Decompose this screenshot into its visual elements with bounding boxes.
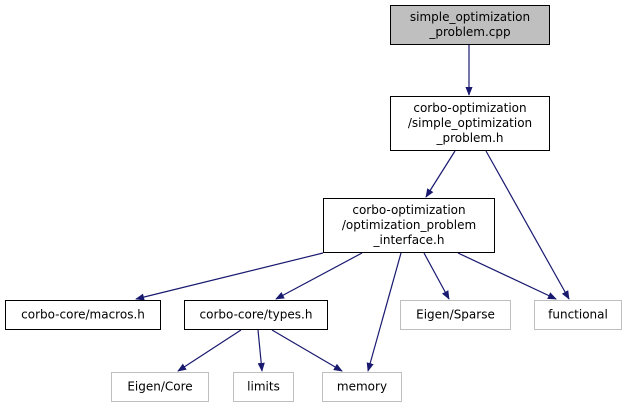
- node-label-line: memory: [337, 380, 387, 394]
- node-label-line: /optimization_problem: [342, 218, 476, 232]
- node-opi_h[interactable]: corbo-optimization/optimization_problem_…: [323, 198, 495, 253]
- edge-opi_h-to-functional: [457, 252, 557, 300]
- node-box: [400, 300, 511, 330]
- edge-line: [257, 329, 265, 372]
- edge-types-to-limits: [257, 329, 265, 372]
- edge-opi_h-to-types: [275, 252, 363, 300]
- node-box: [534, 300, 622, 330]
- node-label-line: _problem.h: [435, 131, 503, 145]
- node-label-line: _interface.h: [373, 233, 445, 247]
- edge-line: [271, 329, 343, 372]
- node-label-line: /simple_optimization: [408, 116, 532, 130]
- edge-line: [457, 252, 557, 300]
- node-box: [184, 300, 328, 330]
- node-label-line: corbo-core/macros.h: [21, 308, 145, 322]
- edge-sop_h-to-opi_h: [425, 150, 456, 198]
- node-label-line: Eigen/Sparse: [416, 308, 495, 322]
- edge-types-to-memory: [271, 329, 343, 372]
- node-label-line: limits: [247, 380, 280, 394]
- node-eigencore[interactable]: Eigen/Core: [111, 372, 209, 402]
- node-box: [233, 372, 294, 402]
- node-types[interactable]: corbo-core/types.h: [184, 300, 328, 330]
- node-label-line: _problem.cpp: [428, 25, 510, 39]
- node-label-line: functional: [548, 308, 608, 322]
- node-box: [5, 300, 161, 330]
- edge-opi_h-to-sparse: [423, 252, 450, 300]
- node-box: [390, 96, 550, 151]
- edge-sop_h-to-functional: [485, 150, 570, 300]
- edge-opi_h-to-memory: [366, 252, 402, 372]
- node-label-line: corbo-core/types.h: [200, 308, 313, 322]
- node-label-line: corbo-optimization: [352, 203, 465, 217]
- edge-line: [177, 329, 242, 372]
- node-sparse[interactable]: Eigen/Sparse: [400, 300, 511, 330]
- node-label-line: simple_optimization: [410, 10, 530, 24]
- edge-line: [485, 150, 570, 300]
- node-root[interactable]: simple_optimization_problem.cpp: [390, 5, 550, 45]
- node-macros[interactable]: corbo-core/macros.h: [5, 300, 161, 330]
- node-memory[interactable]: memory: [322, 372, 402, 402]
- edge-line: [275, 252, 363, 300]
- node-label-line: corbo-optimization: [413, 101, 526, 115]
- edge-line: [423, 252, 450, 300]
- node-functional[interactable]: functional: [534, 300, 622, 330]
- nodes-layer: simple_optimization_problem.cpp corbo-opt…: [5, 5, 622, 402]
- node-box: [390, 5, 550, 45]
- node-box: [323, 198, 495, 253]
- edge-line: [425, 150, 456, 198]
- edges-layer: [135, 45, 570, 372]
- node-sop_h[interactable]: corbo-optimization/simple_optimization_p…: [390, 96, 550, 151]
- node-limits[interactable]: limits: [233, 372, 294, 402]
- edge-line: [135, 252, 324, 301]
- node-label-line: Eigen/Core: [127, 380, 192, 394]
- edge-types-to-eigencore: [177, 329, 242, 372]
- edge-opi_h-to-macros: [135, 252, 324, 301]
- node-box: [322, 372, 402, 402]
- node-box: [111, 372, 209, 402]
- edge-line: [366, 252, 402, 372]
